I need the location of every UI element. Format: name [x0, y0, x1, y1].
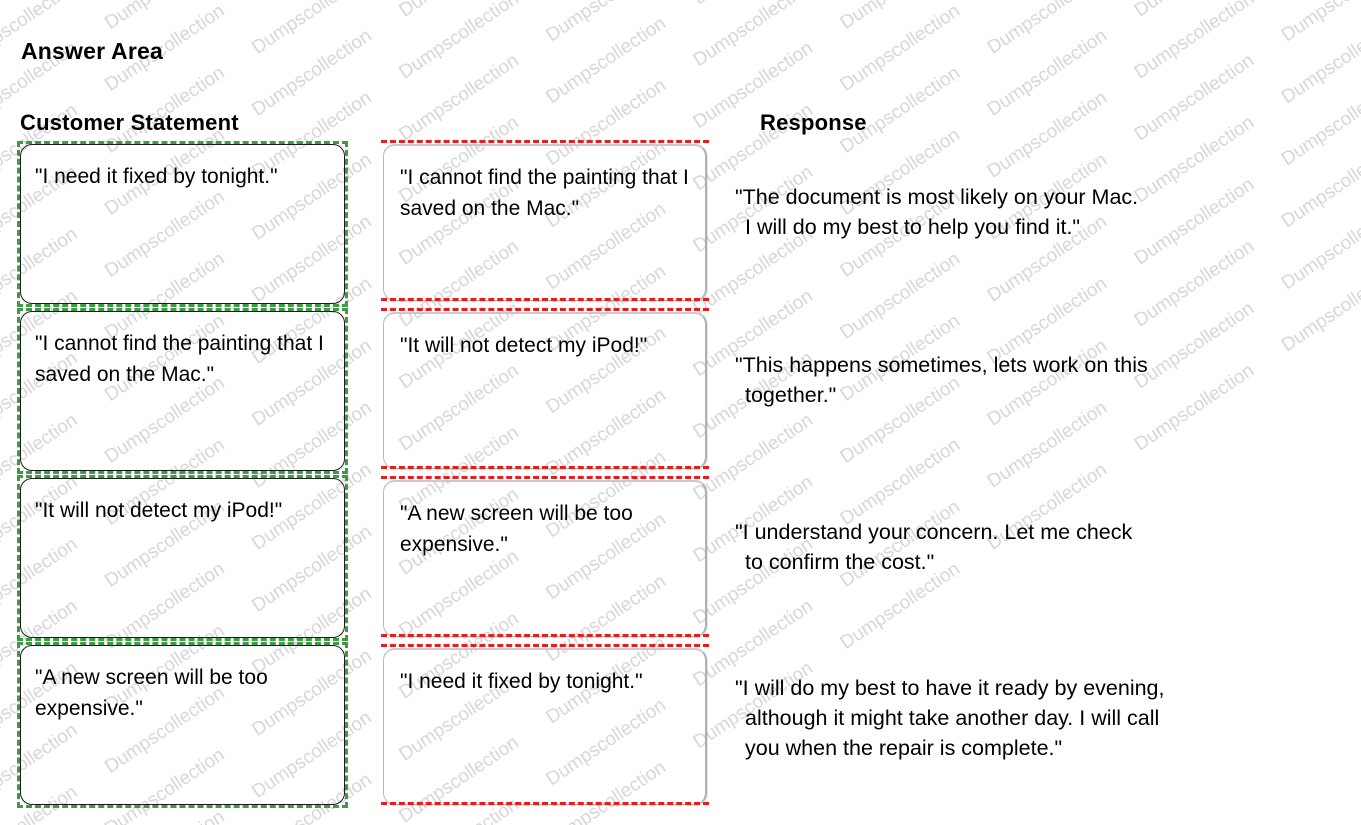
- customer-statement-card-2[interactable]: "I cannot find the painting that I saved…: [20, 311, 345, 471]
- answer-drop-slot-1[interactable]: "I cannot find the painting that I saved…: [383, 144, 707, 301]
- response-header: Response: [760, 110, 867, 135]
- answer-drop-slot-4-top-edge: [381, 644, 709, 647]
- customer-statement-card-3[interactable]: "It will not detect my iPod!": [20, 478, 345, 638]
- response-text-1: "The document is most likely on your Mac…: [735, 182, 1345, 242]
- customer-statement-card-4[interactable]: "A new screen will be too expensive.": [20, 645, 345, 805]
- response-1-line-2: I will do my best to help you find it.": [745, 215, 1081, 239]
- response-text-4: "I will do my best to have it ready by e…: [735, 673, 1345, 763]
- answer-drop-slot-4[interactable]: "I need it fixed by tonight.": [383, 648, 707, 805]
- answer-drop-slot-3-top-edge: [381, 476, 709, 479]
- response-4-line-2: although it might take another day. I wi…: [745, 706, 1160, 730]
- response-text-2: "This happens sometimes, lets work on th…: [735, 350, 1345, 410]
- answer-drop-slot-3[interactable]: "A new screen will be too expensive.": [383, 480, 707, 637]
- response-text-3: "I understand your concern. Let me check…: [735, 517, 1345, 577]
- response-4-line-3: you when the repair is complete.": [745, 736, 1063, 760]
- response-1-line-1: "The document is most likely on your Mac…: [735, 185, 1139, 209]
- answer-drop-slot-2-top-edge: [381, 308, 709, 311]
- response-2-line-1: "This happens sometimes, lets work on th…: [735, 353, 1148, 377]
- response-3-line-1: "I understand your concern. Let me check: [735, 520, 1133, 544]
- customer-statement-header: Customer Statement: [20, 110, 239, 135]
- answer-drop-slot-1-top-edge: [381, 140, 709, 143]
- answer-drop-slot-2[interactable]: "It will not detect my iPod!": [383, 312, 707, 469]
- response-2-line-2: together.": [745, 383, 837, 407]
- response-4-line-1: "I will do my best to have it ready by e…: [735, 676, 1165, 700]
- page-title: Answer Area: [21, 38, 163, 64]
- response-3-line-2: to confirm the cost.": [745, 550, 935, 574]
- customer-statement-card-1[interactable]: "I need it fixed by tonight.": [20, 144, 345, 304]
